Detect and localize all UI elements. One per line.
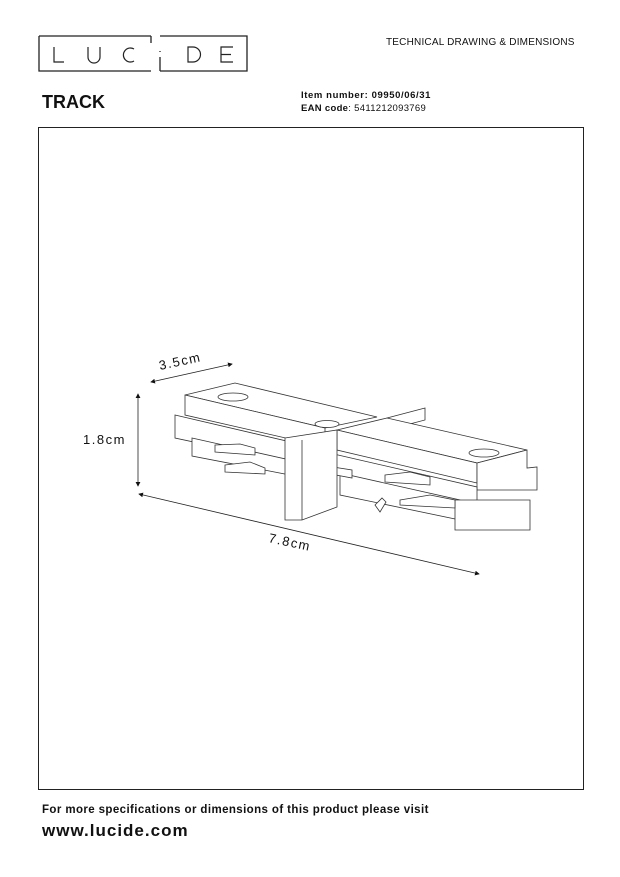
lucide-logo bbox=[38, 35, 248, 72]
website-link[interactable]: www.lucide.com bbox=[42, 821, 189, 840]
product-title: TRACK bbox=[42, 92, 105, 112]
drawing-frame bbox=[38, 127, 584, 790]
height-label: 1.8cm bbox=[83, 432, 126, 447]
item-number: Item number: 09950/06/31 bbox=[301, 90, 431, 101]
ean-code: EAN code: 5411212093769 bbox=[301, 103, 427, 114]
document-type: TECHNICAL DRAWING & DIMENSIONS bbox=[386, 37, 575, 48]
item-number-label: Item number: bbox=[301, 90, 369, 101]
ean-label: EAN code bbox=[301, 103, 349, 114]
footer-note: For more specifications or dimensions of… bbox=[42, 804, 429, 816]
ean-value: 5411212093769 bbox=[354, 103, 427, 114]
length-label: 7.8cm bbox=[267, 530, 312, 554]
track-connector-illustration bbox=[174, 382, 538, 531]
item-number-value: 09950/06/31 bbox=[371, 90, 432, 101]
dimension-lines bbox=[135, 362, 480, 576]
depth-label: 3.5cm bbox=[158, 349, 203, 373]
